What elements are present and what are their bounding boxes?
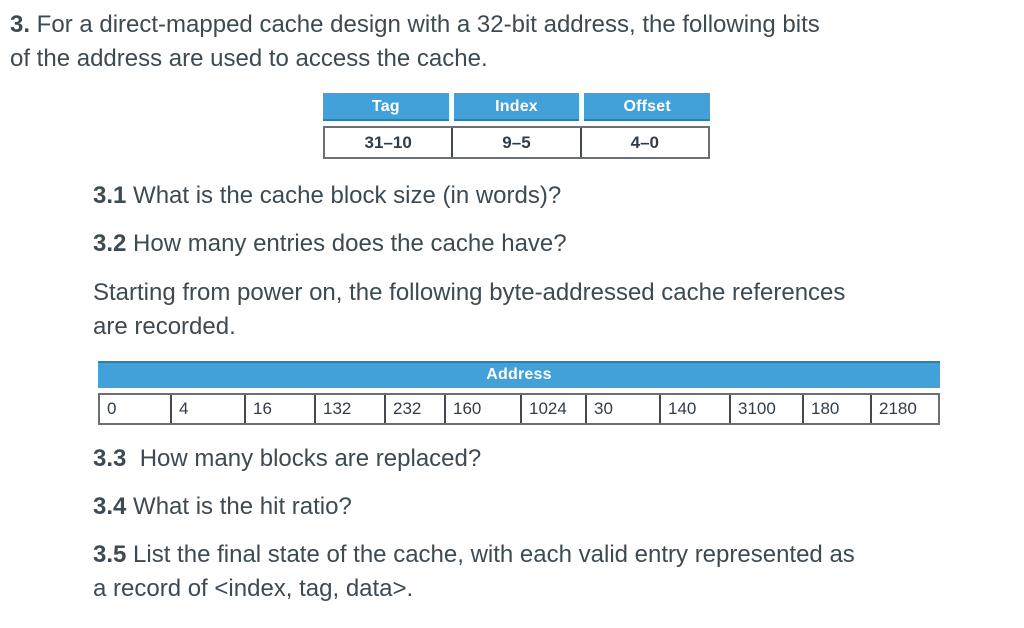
address-bits-table: Tag Index Offset 31–10 9–5 4–0 <box>323 93 711 159</box>
address-references-table: Address 0 4 16 132 232 160 1024 30 140 3… <box>98 361 940 425</box>
question-3-1-text: What is the cache block size (in words)? <box>126 182 562 209</box>
address-value: 132 <box>314 395 384 423</box>
question-3-2-line: 3.2 How many entries does the cache have… <box>93 227 567 261</box>
bits-header-offset: Offset <box>584 93 711 121</box>
bits-value-tag: 31–10 <box>364 132 412 152</box>
question-3-1-line: 3.1 What is the cache block size (in wor… <box>93 179 561 213</box>
question-3-5: 3.5 List the final state of the cache, w… <box>93 538 855 606</box>
question-3-3-number: 3.3 <box>93 445 127 472</box>
question-3-2-number: 3.2 <box>93 230 127 257</box>
address-value: 1024 <box>520 395 585 423</box>
address-value: 140 <box>659 395 729 423</box>
address-table-value-row: 0 4 16 132 232 160 1024 30 140 3100 180 … <box>98 393 940 425</box>
address-value: 30 <box>585 395 659 423</box>
bits-header-index: Index <box>453 93 580 121</box>
references-paragraph-line1: Starting from power on, the following by… <box>93 279 846 306</box>
problem-statement-line1: 3. For a direct-mapped cache design with… <box>10 8 1016 42</box>
problem-statement: 3. For a direct-mapped cache design with… <box>10 8 1016 76</box>
address-table-header: Address <box>98 361 940 388</box>
question-3-2: 3.2 How many entries does the cache have… <box>93 227 567 261</box>
address-value: 180 <box>802 395 870 423</box>
address-value: 4 <box>170 395 244 423</box>
address-value: 16 <box>244 395 314 423</box>
question-3-1-number: 3.1 <box>93 182 127 209</box>
problem-statement-text1: For a direct-mapped cache design with a … <box>30 11 820 38</box>
question-3-3-text: How many blocks are replaced? <box>126 445 482 472</box>
question-3-5-text: List the final state of the cache, with … <box>126 541 855 568</box>
question-3-5-line2: a record of <index, tag, data>. <box>93 575 414 602</box>
address-bits-table-header-row: Tag Index Offset <box>323 93 711 121</box>
problem-number: 3. <box>10 11 31 38</box>
address-value: 2180 <box>870 395 938 423</box>
references-paragraph: Starting from power on, the following by… <box>93 276 845 344</box>
question-3-4-text: What is the hit ratio? <box>126 493 352 520</box>
question-3-2-text: How many entries does the cache have? <box>126 230 567 257</box>
question-3-4: 3.4 What is the hit ratio? <box>93 490 352 524</box>
question-3-3-line: 3.3 How many blocks are replaced? <box>93 442 481 476</box>
address-bits-table-value-row: 31–10 9–5 4–0 <box>323 126 710 159</box>
question-3-5-number: 3.5 <box>93 541 127 568</box>
address-value: 3100 <box>729 395 802 423</box>
bits-value-offset: 4–0 <box>579 128 708 157</box>
bits-header-tag: Tag <box>323 93 449 121</box>
question-3-1: 3.1 What is the cache block size (in wor… <box>93 179 561 213</box>
address-value: 160 <box>444 395 520 423</box>
problem-statement-line2: of the address are used to access the ca… <box>10 45 488 72</box>
question-3-4-line: 3.4 What is the hit ratio? <box>93 490 352 524</box>
question-3-3: 3.3 How many blocks are replaced? <box>93 442 481 476</box>
address-value: 232 <box>384 395 444 423</box>
bits-value-index: 9–5 <box>451 128 579 157</box>
question-3-4-number: 3.4 <box>93 493 127 520</box>
references-paragraph-line2: are recorded. <box>93 313 236 340</box>
address-value: 0 <box>107 399 117 418</box>
question-3-5-line1: 3.5 List the final state of the cache, w… <box>93 538 855 572</box>
